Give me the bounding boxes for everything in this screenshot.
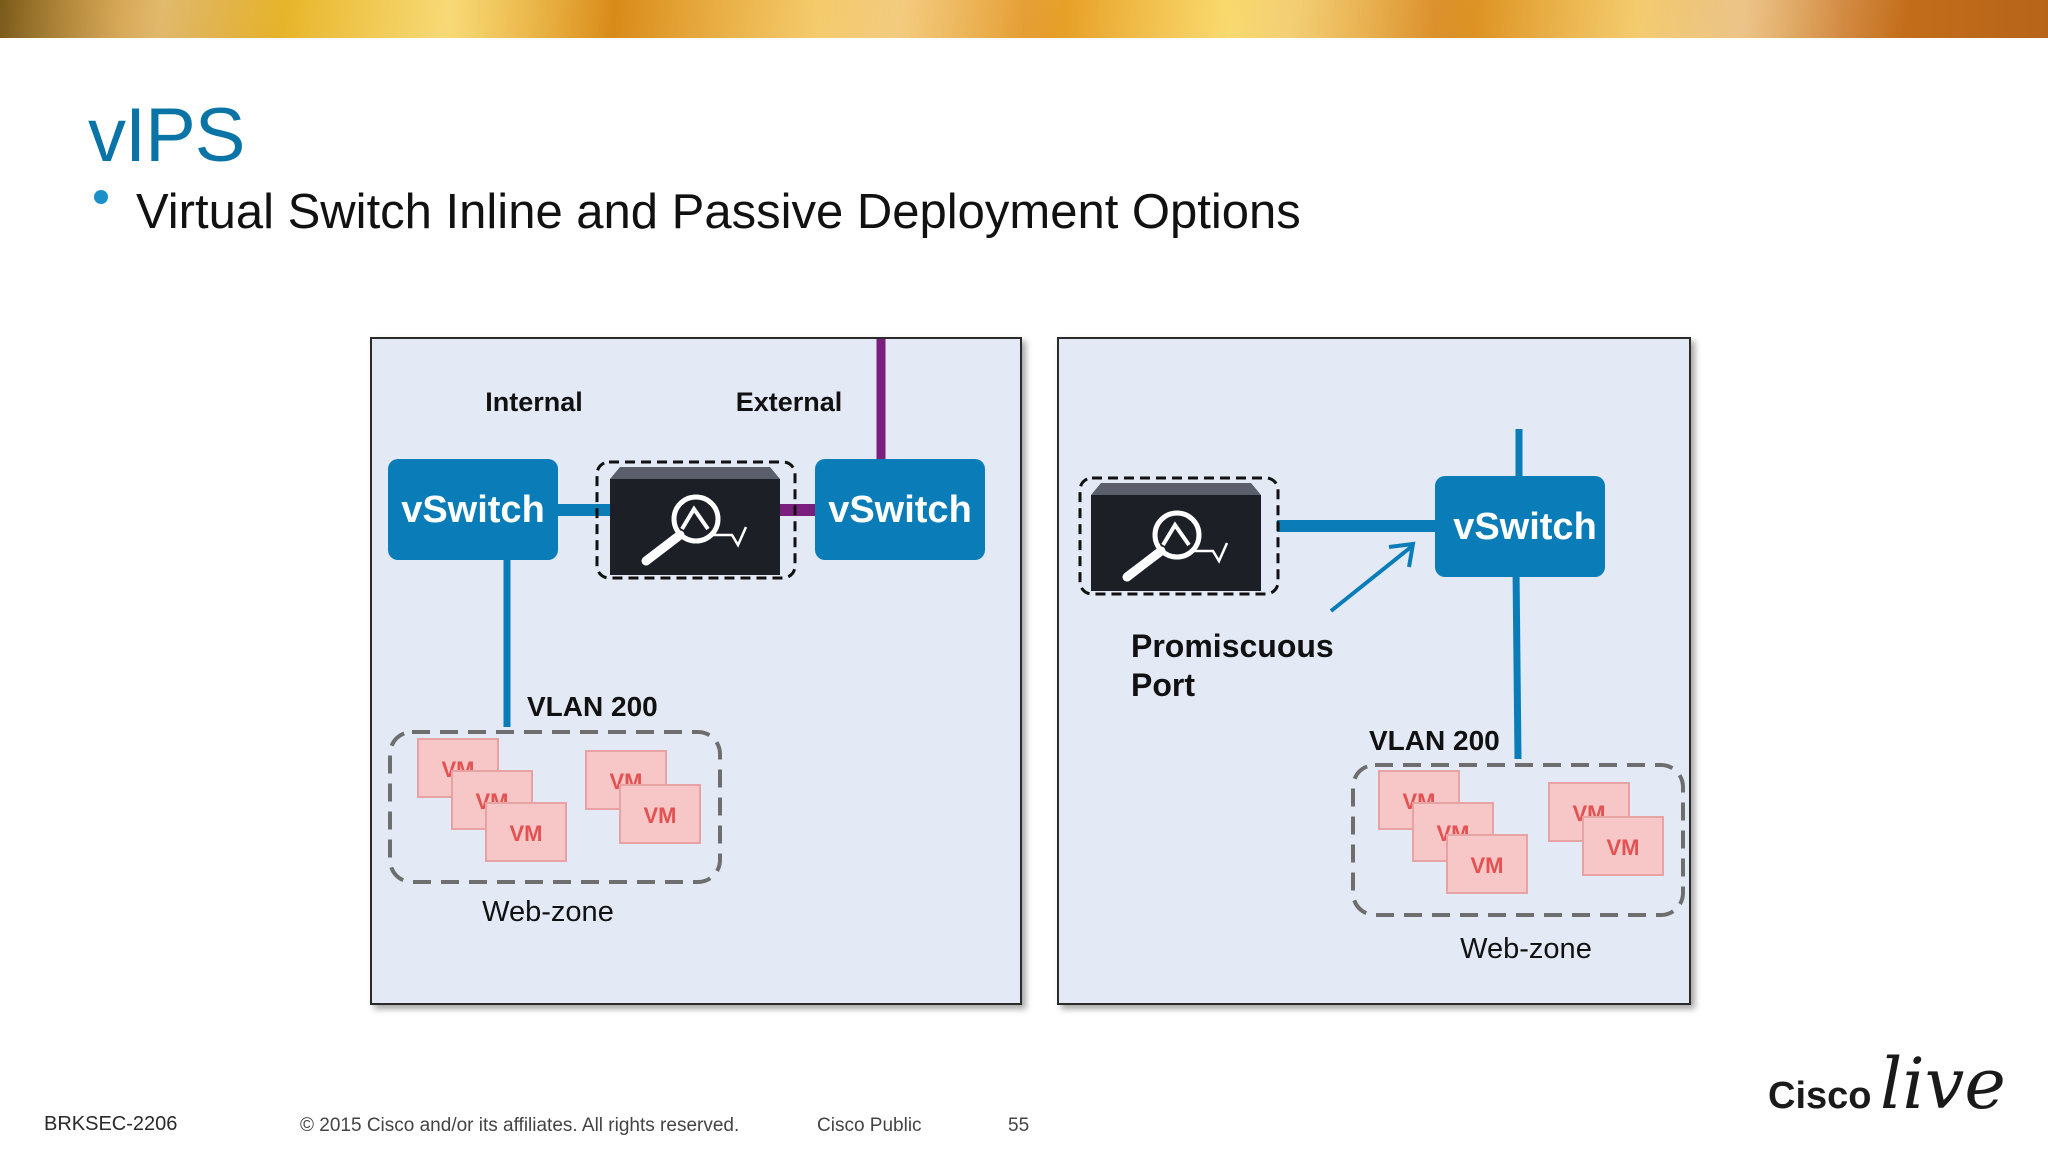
slide-title: vIPS [88, 93, 245, 178]
vm-icon: VM [1582, 816, 1664, 876]
svg-text:VM: VM [510, 821, 543, 846]
vm-icon: VM [619, 784, 701, 844]
web-zone-boundary [1351, 763, 1685, 917]
bullet-icon [94, 190, 108, 204]
vm-group-a: VM VM VM [1378, 770, 1528, 894]
svg-text:VM: VM [1471, 853, 1504, 878]
svg-text:vSwitch: vSwitch [401, 489, 545, 531]
vlan-label: VLAN 200 [527, 691, 658, 722]
svg-text:vSwitch: vSwitch [828, 489, 972, 531]
inline-deployment-panel: vSwitch vSwitch Internal External VLAN 2… [370, 337, 1022, 1005]
vlan-label: VLAN 200 [1369, 725, 1500, 756]
arrow-icon [1329, 541, 1416, 613]
slide-subtitle: Virtual Switch Inline and Passive Deploy… [136, 185, 1301, 239]
vm-icon: VM [485, 802, 567, 862]
cisco-live-logo: Cisco live! [1768, 1043, 2008, 1120]
svg-text:vSwitch: vSwitch [1453, 506, 1597, 548]
inline-diagram: vSwitch vSwitch Internal External VLAN 2… [388, 339, 985, 928]
classification-label: Cisco Public [817, 1115, 922, 1136]
vswitch-internal: vSwitch [388, 459, 558, 560]
page-number: 55 [1008, 1115, 1030, 1136]
vm-group-a: VM VM VM [417, 738, 567, 862]
ips-appliance-icon [1078, 476, 1280, 596]
svg-text:VM: VM [644, 803, 677, 828]
header-banner [0, 0, 2048, 38]
vswitch-external: vSwitch [815, 459, 985, 560]
passive-deployment-panel: vSwitch Promiscuous Port VLAN 200 VM [1057, 337, 1691, 1005]
web-zone-boundary [388, 730, 722, 884]
svg-text:VM: VM [1607, 835, 1640, 860]
port-label: Port [1131, 667, 1195, 703]
promiscuous-label: Promiscuous [1131, 628, 1334, 664]
svg-text:Cisco: Cisco [1768, 1075, 1871, 1117]
external-label: External [736, 387, 843, 417]
internal-label: Internal [485, 387, 583, 417]
session-code: BRKSEC-2206 [44, 1113, 178, 1135]
vm-group-b: VM VM [1548, 782, 1664, 876]
web-zone-label: Web-zone [482, 896, 614, 928]
vm-group-b: VM VM [585, 750, 701, 844]
vm-icon: VM [1446, 834, 1528, 894]
svg-text:live!: live! [1880, 1043, 2008, 1120]
passive-diagram: vSwitch Promiscuous Port VLAN 200 VM [1078, 429, 1685, 965]
web-zone-label: Web-zone [1460, 933, 1592, 965]
ips-appliance-icon [595, 460, 797, 580]
copyright-notice: © 2015 Cisco and/or its affiliates. All … [300, 1115, 740, 1136]
vswitch: vSwitch [1435, 476, 1605, 577]
vlan-link [1512, 568, 1522, 760]
